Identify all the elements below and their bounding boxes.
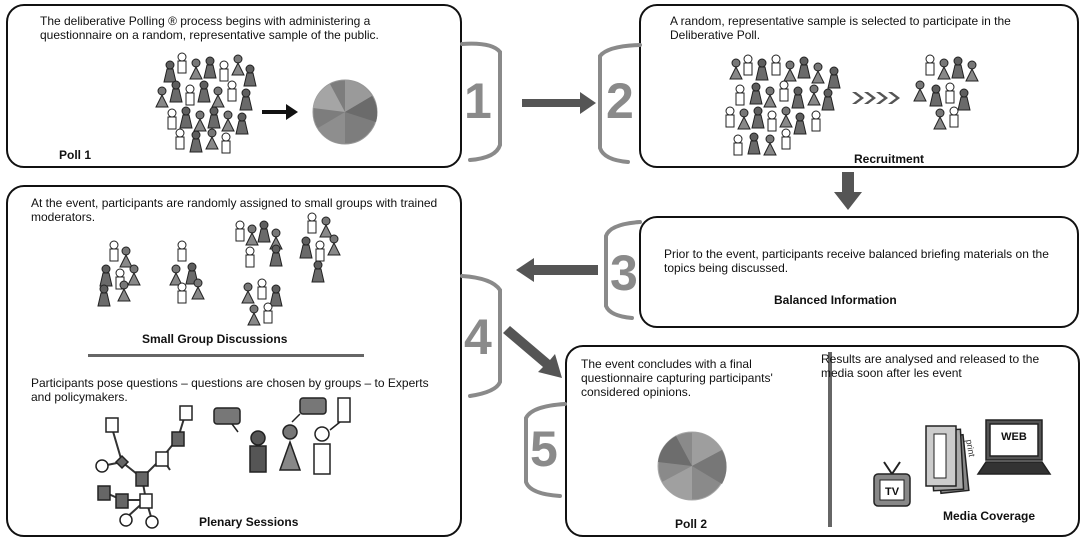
newspaper-icon [925,425,970,495]
small-groups-description: At the event, participants are randomly … [31,196,438,224]
pie-chart-icon-poll2 [657,431,727,501]
section-divider [88,354,364,357]
bracket-4 [460,274,502,398]
media-description: Results are analysed and released to the… [821,352,1040,380]
small-group-cluster-4 [299,212,341,283]
balanced-description: Prior to the event, participants receive… [664,247,1049,275]
speakers-icon-plenary [213,397,351,475]
tv-icon [873,461,911,507]
balanced-panel: Prior to the event, participants receive… [639,216,1079,328]
tv-label: TV [885,486,900,498]
poll1-panel: The deliberative Polling ® process begin… [6,4,462,168]
arrow-balanced-to-groups [516,258,598,282]
pie-chart-icon-poll1 [312,79,378,145]
arrow-poll1-to-recruitment [522,92,596,114]
plenary-label: Plenary Sessions [199,515,299,529]
plenary-description: Participants pose questions – questions … [31,376,429,404]
small-group-cluster-1 [97,240,141,307]
bracket-3 [604,220,642,320]
bracket-5 [524,402,567,498]
small-group-cluster-3 [235,220,283,268]
crowd-icon-recruitment [725,54,841,156]
recruitment-label: Recruitment [854,152,925,166]
arrow-groups-to-poll2 [503,326,562,378]
laptop-icon [976,419,1052,475]
poll1-description: The deliberative Polling ® process begin… [40,14,379,42]
poll2-description: The event concludes with a final questio… [581,357,773,399]
small-groups-panel: At the event, participants are randomly … [6,185,462,537]
chevron-arrows-icon [852,92,900,104]
bracket-2 [598,43,642,164]
vertical-divider [828,352,832,527]
step-number-1: 1 [464,73,492,129]
small-groups-label: Small Group Discussions [142,332,288,346]
small-group-cluster-5 [241,278,283,326]
poll2-label: Poll 2 [675,517,708,531]
bracket-1 [460,41,502,162]
step-number-3: 3 [610,245,638,301]
small-group-cluster-2 [169,240,205,304]
print-label: print [964,439,977,458]
poll1-label: Poll 1 [59,148,92,162]
balanced-label: Balanced Information [774,293,897,307]
network-icon-plenary [95,405,193,529]
media-label: Media Coverage [943,509,1036,523]
step-number-2: 2 [606,73,634,129]
arrow-recruitment-to-balanced [834,172,862,210]
crowd-icon-poll1 [155,52,257,154]
step-number-4: 4 [464,309,492,365]
arrow-to-pie-icon [262,104,298,120]
crowd-icon-selected [913,54,979,130]
web-label: WEB [1001,431,1027,443]
step-number-5: 5 [530,421,558,477]
recruitment-description: A random, representative sample is selec… [670,14,1011,42]
recruitment-panel: A random, representative sample is selec… [639,4,1079,168]
